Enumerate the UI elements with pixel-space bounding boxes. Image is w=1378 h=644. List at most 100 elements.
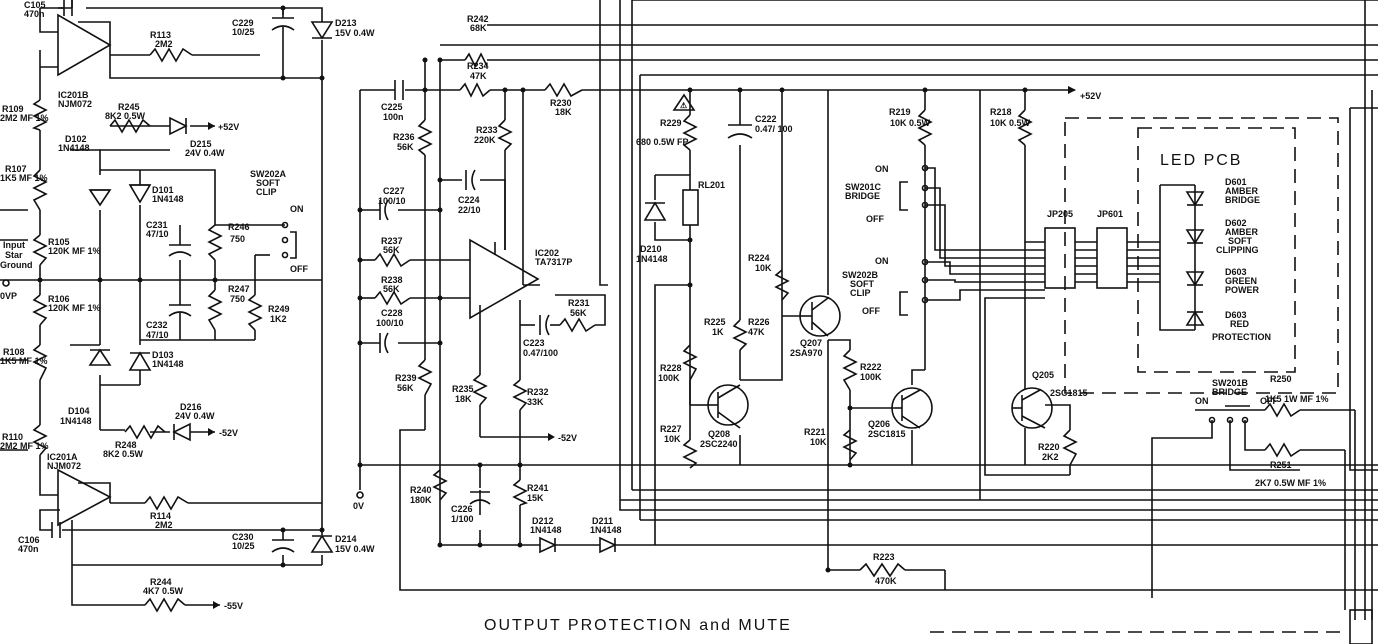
- rail-0vp: 0VP: [0, 291, 17, 301]
- label-d216-ref: D216: [180, 402, 202, 412]
- label-c225-ref: C225: [381, 102, 403, 112]
- led-d602-ref: D602: [1225, 218, 1247, 228]
- ic202-part: TA7317P: [535, 257, 572, 267]
- rail-0v: 0V: [353, 501, 364, 511]
- connector-jp205: [1044, 227, 1076, 289]
- label-r113-ref: R113: [150, 30, 171, 40]
- label-r248-val: 8K2 0.5W: [103, 449, 144, 459]
- led-d603g-ref: D603: [1225, 267, 1247, 277]
- label-r248-ref: R248: [115, 440, 137, 450]
- label-c229-ref: C229: [232, 18, 254, 28]
- label-r225-ref: R225: [704, 317, 726, 327]
- sw201b-ref: SW201B: [1212, 378, 1249, 388]
- label-d101-val: 1N4148: [152, 194, 184, 204]
- label-d213-ref: D213: [335, 18, 357, 28]
- label-r109-ref: R109: [2, 104, 24, 114]
- label-r232-val: 33K: [527, 397, 544, 407]
- jp601-label: JP601: [1097, 209, 1123, 219]
- led-d603g-desc1: GREEN: [1225, 276, 1257, 286]
- label-d101-ref: D101: [152, 185, 174, 195]
- label-r230-val: 18K: [555, 107, 572, 117]
- label-r106-val: 120K MF 1%: [48, 303, 101, 313]
- led-d603r-desc1: RED: [1230, 319, 1250, 329]
- label-r246-val: 750: [230, 234, 245, 244]
- label-d216-val: 24V 0.4W: [175, 411, 215, 421]
- label-r251-val: 2K7 0.5W MF 1%: [1255, 478, 1326, 488]
- sw202b-on: ON: [875, 256, 889, 266]
- label-r114-ref: R114: [150, 511, 171, 521]
- label-r227-val: 10K: [664, 434, 681, 444]
- label-c226-ref: C226: [451, 504, 473, 514]
- label-c229-val: 10/25: [232, 27, 255, 37]
- label-c223-val: 0.47/100: [523, 348, 558, 358]
- ic201b-opamp: [57, 13, 112, 77]
- label-r244-ref: R244: [150, 577, 172, 587]
- label-r227-ref: R227: [660, 424, 682, 434]
- led-d602-desc1: AMBER: [1225, 227, 1258, 237]
- label-c106-ref: C106: [18, 535, 40, 545]
- right-section-wires: [440, 0, 1378, 620]
- input-label-3: Ground: [0, 260, 33, 270]
- sw202b-ref: SW202B: [842, 270, 879, 280]
- sw202b-line3: CLIP: [850, 288, 871, 298]
- label-r232-ref: R232: [527, 387, 549, 397]
- label-c231-ref: C231: [146, 220, 168, 230]
- sw202a-line2: SOFT: [256, 178, 281, 188]
- label-c224-ref: C224: [458, 195, 480, 205]
- center-section-parts: [356, 52, 617, 554]
- labels: OUTPUT PROTECTION and MUTE LED PCB +52V …: [0, 0, 1329, 634]
- label-q206-val: 2SC1815: [868, 429, 906, 439]
- relay-label: RL201: [698, 180, 725, 190]
- label-r105-ref: R105: [48, 237, 70, 247]
- led-d603-green: [1185, 271, 1205, 287]
- ic201a-part: NJM072: [47, 461, 81, 471]
- label-c230-ref: C230: [232, 532, 254, 542]
- label-r235-ref: R235: [452, 384, 474, 394]
- label-d103-val: 1N4148: [152, 359, 184, 369]
- sw201b-on: ON: [1195, 396, 1209, 406]
- diagram-title: OUTPUT PROTECTION and MUTE: [484, 617, 792, 634]
- label-d102-ref: D102: [65, 134, 87, 144]
- label-r228-ref: R228: [660, 363, 682, 373]
- label-r231-val: 56K: [570, 308, 587, 318]
- transistor-q206: [891, 387, 933, 429]
- ic202-opamp: [469, 238, 540, 320]
- label-r237-val: 56K: [383, 245, 400, 255]
- label-d104-ref: D104: [68, 406, 90, 416]
- label-r218-ref: R218: [990, 107, 1012, 117]
- ic201a-opamp: [57, 468, 112, 527]
- sw201c-line2: BRIDGE: [845, 191, 880, 201]
- led-d603r-desc2: PROTECTION: [1212, 332, 1271, 342]
- sw201b-off: OFF: [1260, 396, 1278, 406]
- led-d601-desc1: AMBER: [1225, 186, 1258, 196]
- label-r242-val: 68K: [470, 23, 487, 33]
- label-r235-val: 18K: [455, 394, 472, 404]
- label-r247-val: 750: [230, 294, 245, 304]
- label-r226-ref: R226: [748, 317, 770, 327]
- label-r226-val: 47K: [748, 327, 765, 337]
- label-r219-ref: R219: [889, 107, 911, 117]
- label-r250-val: 1K5 1W MF 1%: [1265, 394, 1329, 404]
- label-r239-ref: R239: [395, 373, 417, 383]
- label-r220-ref: R220: [1038, 442, 1060, 452]
- rail-pos52: +52V: [1080, 91, 1101, 101]
- label-q205-ref: Q205: [1032, 370, 1054, 380]
- label-r219-val: 10K 0.5W: [890, 118, 931, 128]
- label-d102-val: 1N4148: [58, 143, 90, 153]
- sw201c-off: OFF: [866, 214, 884, 224]
- label-r230-ref: R230: [550, 98, 572, 108]
- label-r241-ref: R241: [527, 483, 549, 493]
- label-r229-ref: R229: [660, 118, 682, 128]
- ic201b-ref: IC201B: [58, 90, 89, 100]
- rail-pos52-left: +52V: [218, 122, 239, 132]
- led-d603g-desc2: POWER: [1225, 285, 1260, 295]
- ic201a-ref: IC201A: [47, 452, 78, 462]
- label-c226-val: 1/100: [451, 514, 474, 524]
- label-r113-val: 2M2: [155, 39, 173, 49]
- led-d602-desc3: CLIPPING: [1216, 245, 1259, 255]
- label-c232-ref: C232: [146, 320, 168, 330]
- sw201b-line2: BRIDGE: [1212, 387, 1247, 397]
- label-q206-ref: Q206: [868, 419, 890, 429]
- warning-symbol: ⚠: [680, 101, 687, 110]
